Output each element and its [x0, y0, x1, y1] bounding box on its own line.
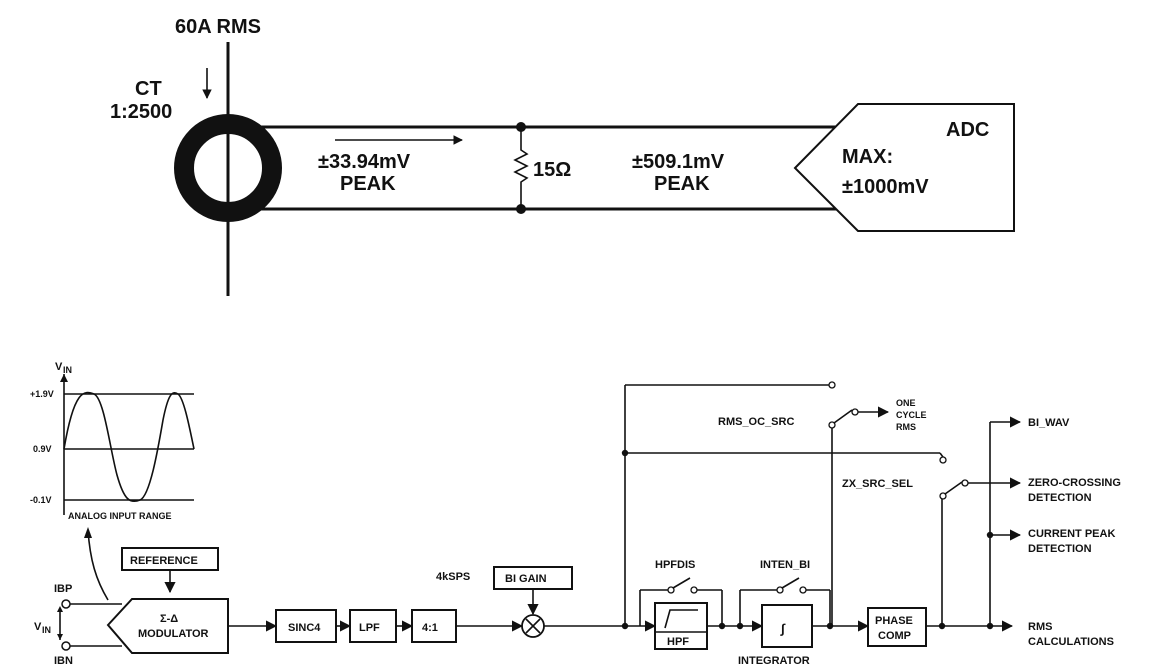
- hpf-response-icon: [664, 609, 698, 629]
- modulator-label: MODULATOR: [138, 628, 209, 640]
- bi-gain-label: BI GAIN: [505, 573, 547, 585]
- zx-common: [961, 479, 969, 487]
- adc-block: [793, 103, 1015, 232]
- rms-oc-src-label: RMS_OC_SRC: [718, 416, 794, 428]
- zero-crossing-label-2: DETECTION: [1028, 492, 1092, 504]
- hpfdis-contact-a: [667, 586, 675, 594]
- vin-axis-arrow-icon: [60, 374, 68, 382]
- level-mid-label: 0.9V: [33, 444, 52, 454]
- vin-span-arrow-up-icon: [57, 606, 63, 612]
- level-low-label: -0.1V: [30, 495, 52, 505]
- input-voltage-peak-label: PEAK: [340, 173, 396, 195]
- ibn-pin-icon: [61, 641, 71, 651]
- analog-input-range-plot: V IN +1.9V 0.9V -0.1V ANALOG INPUT RANGE: [30, 361, 195, 601]
- ct-front-end: 60A RMS CT 1:2500 ±33.94mV PEAK 15Ω ±509…: [110, 16, 1015, 296]
- zx-contact-b: [939, 492, 947, 500]
- rms-oc-common: [851, 408, 859, 416]
- current-peak-label-1: CURRENT PEAK: [1028, 528, 1115, 540]
- ct-label: CT: [135, 78, 162, 100]
- inten-bi-label: INTEN_BI: [760, 559, 810, 571]
- adc-title: ADC: [946, 119, 989, 141]
- one-cycle-label-3: RMS: [896, 422, 916, 432]
- hpfdis-contact-b: [690, 586, 698, 594]
- rms-label-1: RMS: [1028, 621, 1052, 633]
- rms-label-2: CALCULATIONS: [1028, 636, 1114, 648]
- hpfdis-label: HPFDIS: [655, 559, 695, 571]
- hpfdis-switch-icon: [672, 577, 691, 589]
- output-voltage-label: ±509.1mV: [632, 151, 725, 173]
- sinc4-label: SINC4: [288, 622, 321, 634]
- phase-comp-block: [867, 607, 927, 647]
- adc-max-value: ±1000mV: [842, 176, 929, 198]
- range-pointer-line: [87, 529, 109, 601]
- zx-src-sel-label: ZX_SRC_SEL: [842, 478, 913, 490]
- sine-wave: [63, 391, 195, 503]
- ibp-pin-icon: [61, 599, 71, 609]
- burden-resistor-icon: [513, 127, 529, 209]
- reference-label: REFERENCE: [130, 555, 198, 567]
- zx-contact-a: [939, 456, 947, 464]
- ibp-label: IBP: [54, 583, 72, 595]
- rms-oc-switch-icon: [833, 409, 853, 424]
- phase-comp-label-2: COMP: [878, 630, 911, 642]
- node-hpf-out: [718, 622, 726, 630]
- zx-contact-a-lead: [939, 452, 944, 458]
- lpf-label: LPF: [359, 622, 380, 634]
- primary-current-label: 60A RMS: [175, 16, 261, 38]
- resistor-label: 15Ω: [533, 159, 571, 181]
- adc-max-label: MAX:: [842, 146, 893, 168]
- integrator-label: INTEGRATOR: [738, 655, 810, 667]
- analog-input-range-label: ANALOG INPUT RANGE: [68, 511, 172, 521]
- phase-comp-label-1: PHASE: [875, 615, 913, 627]
- lpf-block: [349, 609, 397, 643]
- bi-wav-label: BI_WAV: [1028, 417, 1070, 429]
- hpf-label: HPF: [667, 636, 689, 648]
- vin-span-arrow-down-icon: [57, 634, 63, 640]
- integrator-symbol: ∫: [780, 621, 786, 636]
- output-voltage-peak-label: PEAK: [654, 173, 710, 195]
- multiplier-cross-b: [525, 618, 541, 634]
- integrator-block: [761, 604, 813, 648]
- ct-ratio-label: 1:2500: [110, 101, 172, 123]
- sample-rate-label: 4kSPS: [436, 571, 470, 583]
- input-voltage-label: ±33.94mV: [318, 151, 411, 173]
- modulator-symbol: Σ-Δ: [160, 613, 178, 625]
- signal-chain: V IN +1.9V 0.9V -0.1V ANALOG INPUT RANGE…: [30, 361, 1121, 667]
- inten-contact-a: [776, 586, 784, 594]
- decimator-block: [411, 609, 457, 643]
- sigma-delta-modulator-block: [106, 598, 229, 654]
- current-peak-label-2: DETECTION: [1028, 543, 1092, 555]
- vin-axis-label: V: [55, 361, 63, 373]
- level-high-label: +1.9V: [30, 389, 54, 399]
- zx-src-sel-switch-icon: [944, 481, 963, 495]
- one-cycle-label-2: CYCLE: [896, 410, 927, 420]
- vin-axis-subscript: IN: [63, 365, 72, 375]
- vin-input-label: V: [34, 621, 42, 633]
- range-pointer-arrow-icon: [84, 527, 92, 538]
- inten-bi-switch-icon: [781, 577, 800, 589]
- ibn-label: IBN: [54, 655, 73, 667]
- one-cycle-label-1: ONE: [896, 398, 916, 408]
- zero-crossing-label-1: ZERO-CROSSING: [1028, 477, 1121, 489]
- inten-contact-b: [799, 586, 807, 594]
- vin-input-subscript: IN: [42, 625, 51, 635]
- rms-oc-contact-a: [828, 381, 836, 389]
- decimator-label: 4:1: [422, 622, 438, 634]
